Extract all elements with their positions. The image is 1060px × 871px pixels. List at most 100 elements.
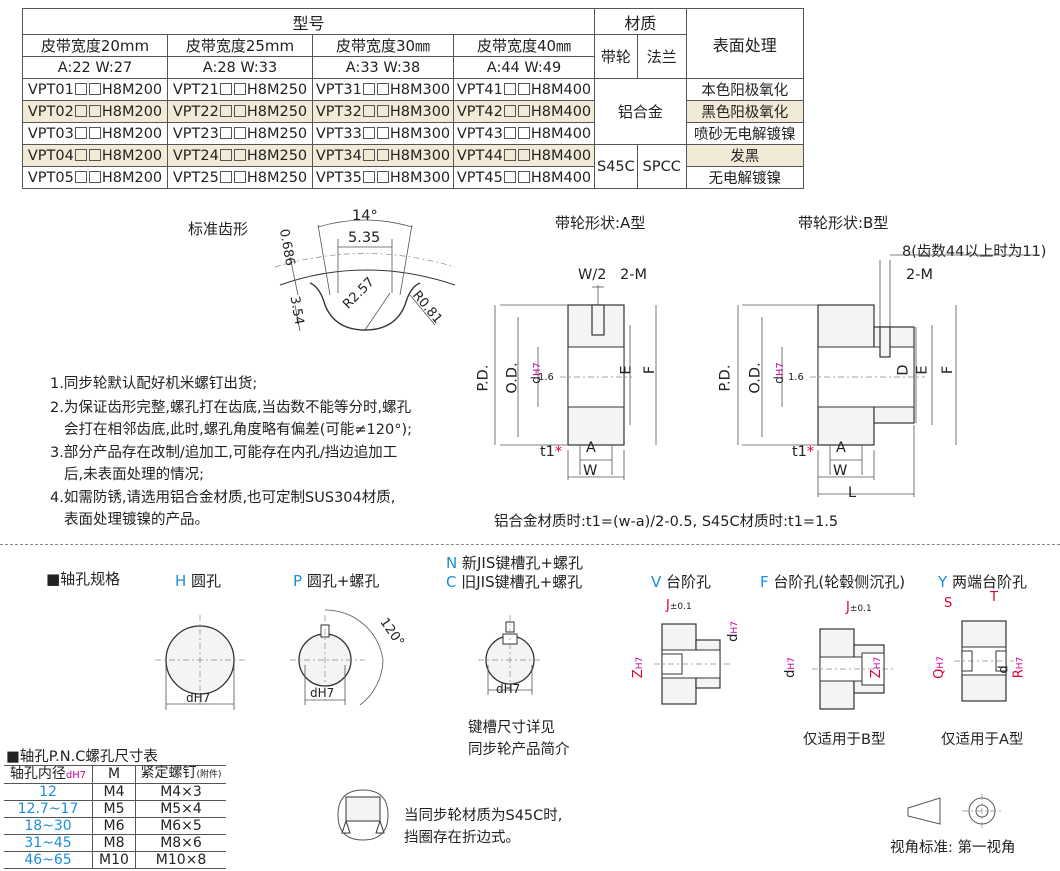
shape-b-d: dH7 bbox=[771, 362, 786, 384]
width30-header: 皮带宽度30㎜ bbox=[312, 34, 454, 57]
bore-y-drawing bbox=[954, 620, 1014, 702]
bore-f-drawing bbox=[812, 628, 894, 710]
bore-h-dh7: dH7 bbox=[186, 691, 211, 705]
note-2: 2.为保证齿形完整,螺孔打在齿底,当齿数不能等分时,螺孔 bbox=[50, 400, 412, 416]
model-header: 型号 bbox=[22, 8, 595, 35]
shape-a-title: 带轮形状:A型 bbox=[555, 214, 646, 232]
bore-v-j: J±0.1 bbox=[666, 598, 692, 613]
bore-n-dh7: dH7 bbox=[496, 682, 521, 696]
bore-f-label: F 台阶孔(轮毂侧沉孔) bbox=[760, 573, 906, 591]
bore-y-q: QH7 bbox=[931, 656, 947, 679]
bore-v-drawing bbox=[654, 623, 730, 705]
flange-header: 法兰 bbox=[636, 34, 687, 79]
bore-f-z: ZH7 bbox=[869, 656, 885, 679]
surface-header: 表面处理 bbox=[685, 8, 804, 79]
shape-b-f: F bbox=[940, 365, 957, 375]
shape-b-a: A bbox=[836, 440, 846, 456]
shape-a-od: O.D. bbox=[504, 362, 521, 394]
dim25: A:28 W:33 bbox=[167, 56, 313, 79]
shape-b-t1: t1* bbox=[792, 444, 815, 460]
shape-a-pd: P.D. bbox=[475, 364, 492, 392]
material-header: 材质 bbox=[594, 8, 687, 35]
shape-b-note: 8(齿数44以上时为11) bbox=[902, 244, 1047, 260]
width25-header: 皮带宽度25mm bbox=[167, 34, 313, 57]
keyway-note-1: 键槽尺寸详见 bbox=[468, 720, 555, 736]
shape-b-od: O.D. bbox=[747, 362, 764, 394]
material-spcc: SPCC bbox=[636, 144, 687, 189]
material-s45c: S45C bbox=[594, 144, 638, 189]
bore-section-title: ■轴孔规格 bbox=[46, 570, 121, 588]
bore-v-z: ZH7 bbox=[631, 656, 647, 679]
surface-cell: 黑色阳极氧化 bbox=[685, 100, 804, 123]
shape-a-drawing bbox=[494, 285, 657, 480]
tooth-title: 标准齿形 bbox=[188, 220, 249, 238]
surface-cell: 发黑 bbox=[685, 144, 804, 167]
view-standard-note: 视角标准: 第一视角 bbox=[890, 840, 1016, 856]
dim30: A:33 W:38 bbox=[312, 56, 454, 79]
shape-a-w: W bbox=[583, 463, 598, 479]
bore-f-j: J±0.1 bbox=[846, 600, 872, 615]
note-1: 1.同步轮默认配好机米螺钉出货; bbox=[50, 376, 258, 392]
shape-a-f: F bbox=[642, 365, 659, 375]
note-4-cont: 表面处理镀镍的产品。 bbox=[64, 512, 209, 528]
shape-a-roughness: 1.6 bbox=[538, 372, 554, 383]
shape-b-e: E bbox=[914, 365, 931, 375]
keyway-note-2: 同步轮产品简介 bbox=[468, 742, 570, 758]
dim40: A:44 W:49 bbox=[453, 56, 595, 79]
shaft-table-title: ■轴孔P.N.C螺孔尺寸表 bbox=[6, 749, 158, 765]
shape-b-drawing bbox=[737, 254, 1040, 497]
note-3: 3.部分产品存在改制/追加工,可能存在内孔/挡边追加工 bbox=[50, 445, 398, 461]
bore-y-only-a: 仅适用于A型 bbox=[941, 732, 1024, 748]
shape-a-t1: t1* bbox=[540, 444, 563, 460]
width20-header: 皮带宽度20mm bbox=[22, 34, 168, 57]
bore-f-only-b: 仅适用于B型 bbox=[803, 732, 886, 748]
flange-note-2: 挡圈存在折边式。 bbox=[404, 830, 520, 846]
shape-b-title: 带轮形状:B型 bbox=[798, 214, 889, 232]
surface-cell: 本色阳极氧化 bbox=[685, 78, 804, 101]
material-aluminum: 铝合金 bbox=[594, 78, 687, 145]
bore-y-d: d bbox=[996, 665, 1012, 674]
bore-p-label: P 圆孔+螺孔 bbox=[293, 572, 380, 590]
bore-y-s: S bbox=[944, 596, 953, 611]
shape-a-a: A bbox=[586, 440, 596, 456]
bore-v-d: dH7 bbox=[725, 621, 741, 642]
shape-b-pd: P.D. bbox=[717, 364, 734, 392]
t1-formula-note: 铝合金材质时:t1=(w-a)/2-0.5, S45C材质时:t1=1.5 bbox=[494, 514, 839, 530]
flange-note-1: 当同步轮材质为S45C时, bbox=[404, 808, 563, 824]
section-divider bbox=[0, 544, 1060, 545]
bore-n-label: N 新JIS键槽孔+螺孔 bbox=[446, 554, 583, 572]
shape-b-l: L bbox=[848, 485, 857, 501]
bore-p-drawing bbox=[290, 609, 384, 706]
shape-a-e: E bbox=[618, 365, 635, 375]
pulley-header: 带轮 bbox=[594, 34, 638, 79]
bore-p-dh7: dH7 bbox=[310, 686, 335, 700]
spec-table: 型号 材质 表面处理 皮带宽度20mm 皮带宽度25mm 皮带宽度30㎜ 皮带宽… bbox=[22, 8, 804, 189]
bore-v-label: V 台阶孔 bbox=[651, 573, 712, 591]
flange-detail-icon bbox=[337, 789, 389, 841]
bore-y-t: T bbox=[990, 590, 998, 605]
tooth-angle: 14° bbox=[352, 208, 378, 224]
surface-cell: 无电解镀镍 bbox=[685, 166, 804, 189]
surface-cell: 喷砂无电解镀镍 bbox=[685, 122, 804, 145]
shape-b-dd: D bbox=[895, 364, 912, 376]
width40-header: 皮带宽度40㎜ bbox=[453, 34, 595, 57]
bore-h-drawing bbox=[155, 615, 245, 710]
bore-n-drawing bbox=[478, 615, 542, 695]
shape-b-w: W bbox=[833, 463, 848, 479]
bore-y-r: RH7 bbox=[1011, 656, 1027, 679]
bore-c-label: C 旧JIS键槽孔+螺孔 bbox=[446, 573, 583, 591]
bore-y-label: Y 两端台阶孔 bbox=[938, 573, 1027, 591]
note-3-cont: 后,未表面处理的情况; bbox=[64, 467, 204, 483]
shape-a-w2: W/2 bbox=[578, 267, 607, 283]
tooth-profile-drawing bbox=[274, 219, 456, 332]
shape-b-roughness: 1.6 bbox=[788, 372, 804, 383]
